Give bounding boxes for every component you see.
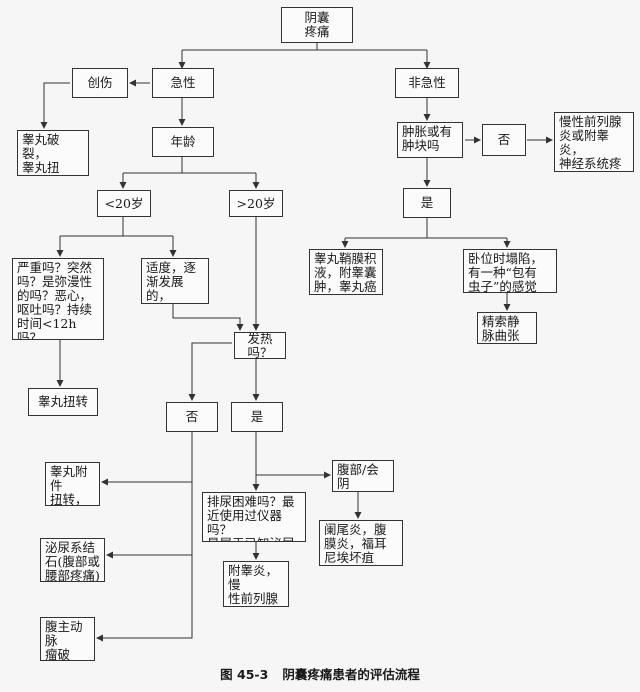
trauma-node: 创伤 xyxy=(72,68,128,98)
epididymitis-result: 附睾炎，慢 性前列腺 炎(>40岁) xyxy=(223,561,289,607)
root-scrotal-pain: 阴囊 疼痛 xyxy=(281,7,353,43)
yes-swelling-node: 是 xyxy=(403,188,451,218)
appendicitis-result: 阑尾炎，腹 膜炎，福耳 尼埃坏疽 xyxy=(319,520,403,566)
fever-question: 发热吗？ xyxy=(234,332,286,359)
aneurysm-result: 腹主动脉 瘤破裂， 年龄> 50岁 xyxy=(40,617,95,661)
trauma-result: 睾丸破裂， 睾丸扭转， 睾丸血肿 xyxy=(17,130,89,176)
figure-number: 图 45-3 xyxy=(220,667,269,682)
moderate-focal: 适度，逐 渐发展的， 局灶性 xyxy=(141,258,209,304)
acute-node: 急性 xyxy=(152,68,214,98)
yes-fever-node: 是 xyxy=(231,402,283,432)
varicocele-result: 精索静 脉曲张 xyxy=(477,312,537,344)
figure-title: 阴囊疼痛患者的评估流程 xyxy=(282,667,420,682)
nonacute-node: 非急性 xyxy=(395,68,459,98)
testicular-torsion: 睾丸扭转 xyxy=(28,388,98,416)
swelling-question: 肿胀或有 肿块吗 xyxy=(397,122,463,158)
hydrocele-result: 睾丸鞘膜积 液，附睾囊 肿，睾丸癌 xyxy=(309,249,383,295)
figure-caption: 图 45-3 阴囊疼痛患者的评估流程 xyxy=(0,664,640,683)
urinary-stone: 泌尿系结 石(腹部或 腰部疼痛) xyxy=(40,538,105,582)
urinary-question: 排尿困难吗？最 近使用过仪器吗？ 是属于已知泌尿 系统异常吗？ xyxy=(202,492,306,542)
abdominal-pain-question: 腹部/会阴 疼痛吗？ xyxy=(332,460,394,492)
no-fever-node: 否 xyxy=(166,402,218,432)
varicocele-question: 卧位时塌陷， 有一种“包有 虫子”的感觉 xyxy=(463,249,557,293)
no-swelling-node: 否 xyxy=(482,124,526,156)
under-20-node: <20岁 xyxy=(97,190,151,217)
age-node: 年龄 xyxy=(152,127,214,157)
chronic-pain-result: 慢性前列腺 炎或附睾炎， 神经系统疼 痛，特发性 xyxy=(554,112,634,172)
severity-question: 严重吗？突然 吗？是弥漫性 的吗？恶心， 呕吐吗？持续 时间<12h吗？ 之前有… xyxy=(12,258,104,340)
over-20-node: >20岁 xyxy=(229,190,283,217)
appendage-torsion: 睾丸附件 扭转，年 龄<20岁 xyxy=(45,462,100,506)
